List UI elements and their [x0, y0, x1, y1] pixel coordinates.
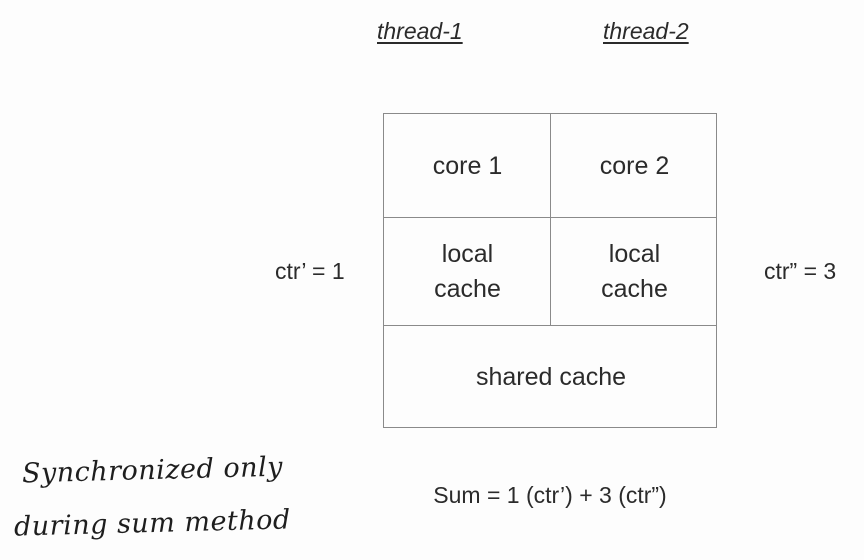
core-1-cell: core 1	[384, 114, 551, 218]
column-divider	[550, 114, 551, 326]
core-2-label: core 2	[599, 151, 670, 180]
local-cache-1-line-2: cache	[434, 275, 501, 303]
local-cache-2-line-2: cache	[601, 275, 668, 303]
local-cache-1-cell: local cache	[384, 218, 551, 326]
sum-formula: Sum = 1 (ctr’) + 3 (ctr”)	[433, 482, 667, 508]
note-line-1: Synchronized only	[21, 451, 284, 490]
counter-left: ctr’ = 1	[275, 258, 345, 284]
core-1-label: core 1	[432, 151, 503, 180]
local-cache-1-line-1: local	[441, 240, 494, 268]
cpu-diagram: core 1 core 2 local cache local cache sh…	[383, 113, 717, 428]
shared-cache-cell: shared cache	[384, 326, 718, 429]
counter-right: ctr” = 3	[764, 258, 837, 284]
local-cache-2-label: local cache	[601, 237, 668, 307]
local-cache-1-label: local cache	[434, 237, 501, 307]
local-cache-2-cell: local cache	[551, 218, 718, 326]
shared-cache-label: shared cache	[475, 363, 627, 391]
note-line-2: during sum method	[13, 504, 292, 543]
core-2-cell: core 2	[551, 114, 718, 218]
local-cache-2-line-1: local	[608, 240, 661, 268]
thread-1-label: thread-1	[377, 18, 463, 44]
thread-2-label: thread-2	[603, 18, 689, 44]
